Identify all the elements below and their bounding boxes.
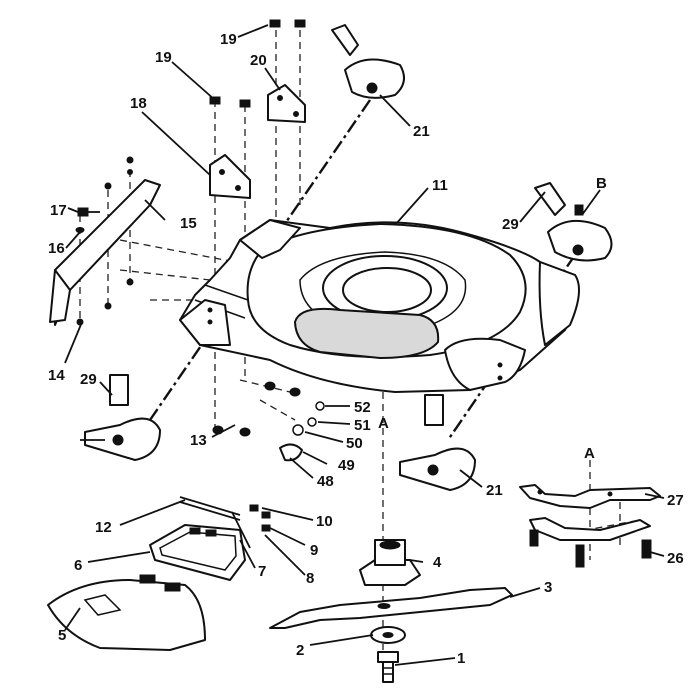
bracket-27 xyxy=(519,484,661,509)
hanging-rod-12 xyxy=(179,496,241,521)
callout-48: 48 xyxy=(317,473,334,490)
callout-labels: 1 2 3 4 5 6 7 8 9 10 11 12 13 14 15 16 1… xyxy=(48,31,684,667)
height-adjuster-front-right xyxy=(399,394,476,491)
callout-26: 26 xyxy=(667,550,684,567)
callout-12: 12 xyxy=(95,519,112,536)
callout-49: 49 xyxy=(338,457,355,474)
callout-19-left: 19 xyxy=(155,49,172,66)
callout-10: 10 xyxy=(316,513,333,530)
bolts-7-10 xyxy=(231,504,271,549)
callout-27: 27 xyxy=(667,492,684,509)
callout-51: 51 xyxy=(354,417,371,434)
height-adjuster-front-left xyxy=(80,374,161,461)
callout-21-top: 21 xyxy=(413,123,430,140)
washer-16 xyxy=(75,227,85,233)
deck-housing xyxy=(179,219,580,393)
bolts-26 xyxy=(529,529,652,568)
callout-2: 2 xyxy=(296,642,304,659)
callout-17: 17 xyxy=(50,202,67,219)
callout-20: 20 xyxy=(250,52,267,69)
callout-15: 15 xyxy=(180,215,197,232)
height-adjuster-right xyxy=(534,182,613,262)
leader-lines xyxy=(64,24,665,666)
height-adjuster-top xyxy=(331,24,405,99)
callout-29-left: 29 xyxy=(80,371,97,388)
callout-9: 9 xyxy=(310,542,318,559)
washer-2 xyxy=(370,626,406,644)
callout-16: 16 xyxy=(48,240,65,257)
callout-21-front: 21 xyxy=(486,482,503,499)
grass-deflector-bracket-6 xyxy=(149,524,246,581)
callout-5: 5 xyxy=(58,627,66,644)
callout-8: 8 xyxy=(306,570,314,587)
blade-bolt-1 xyxy=(377,651,399,683)
callout-52: 52 xyxy=(354,399,371,416)
callout-19-top: 19 xyxy=(220,31,237,48)
callout-29-right: 29 xyxy=(502,216,519,233)
callout-3: 3 xyxy=(544,579,552,596)
callout-4: 4 xyxy=(433,554,442,571)
callout-7: 7 xyxy=(258,563,266,580)
callout-1: 1 xyxy=(457,650,465,667)
bracket-18 xyxy=(209,154,251,199)
cutting-blade-3 xyxy=(269,587,513,629)
callout-14: 14 xyxy=(48,367,65,384)
fasteners-48-52 xyxy=(279,401,325,462)
bracket-20 xyxy=(267,84,306,123)
callout-B: B xyxy=(596,175,607,192)
bracket-26-lower xyxy=(529,517,651,541)
small-fasteners xyxy=(76,156,134,326)
blade-adapter-4 xyxy=(359,539,421,586)
fasteners-13 xyxy=(212,381,301,437)
callout-A-right: A xyxy=(584,445,595,462)
rear-flap-5 xyxy=(47,574,206,651)
callout-A-center: A xyxy=(378,415,389,432)
callout-50: 50 xyxy=(346,435,363,452)
callout-11: 11 xyxy=(432,177,448,194)
callout-6: 6 xyxy=(74,557,82,574)
callout-13: 13 xyxy=(190,432,207,449)
screw-17 xyxy=(77,207,100,217)
nuts-19 xyxy=(209,19,306,108)
callout-18: 18 xyxy=(130,95,147,112)
